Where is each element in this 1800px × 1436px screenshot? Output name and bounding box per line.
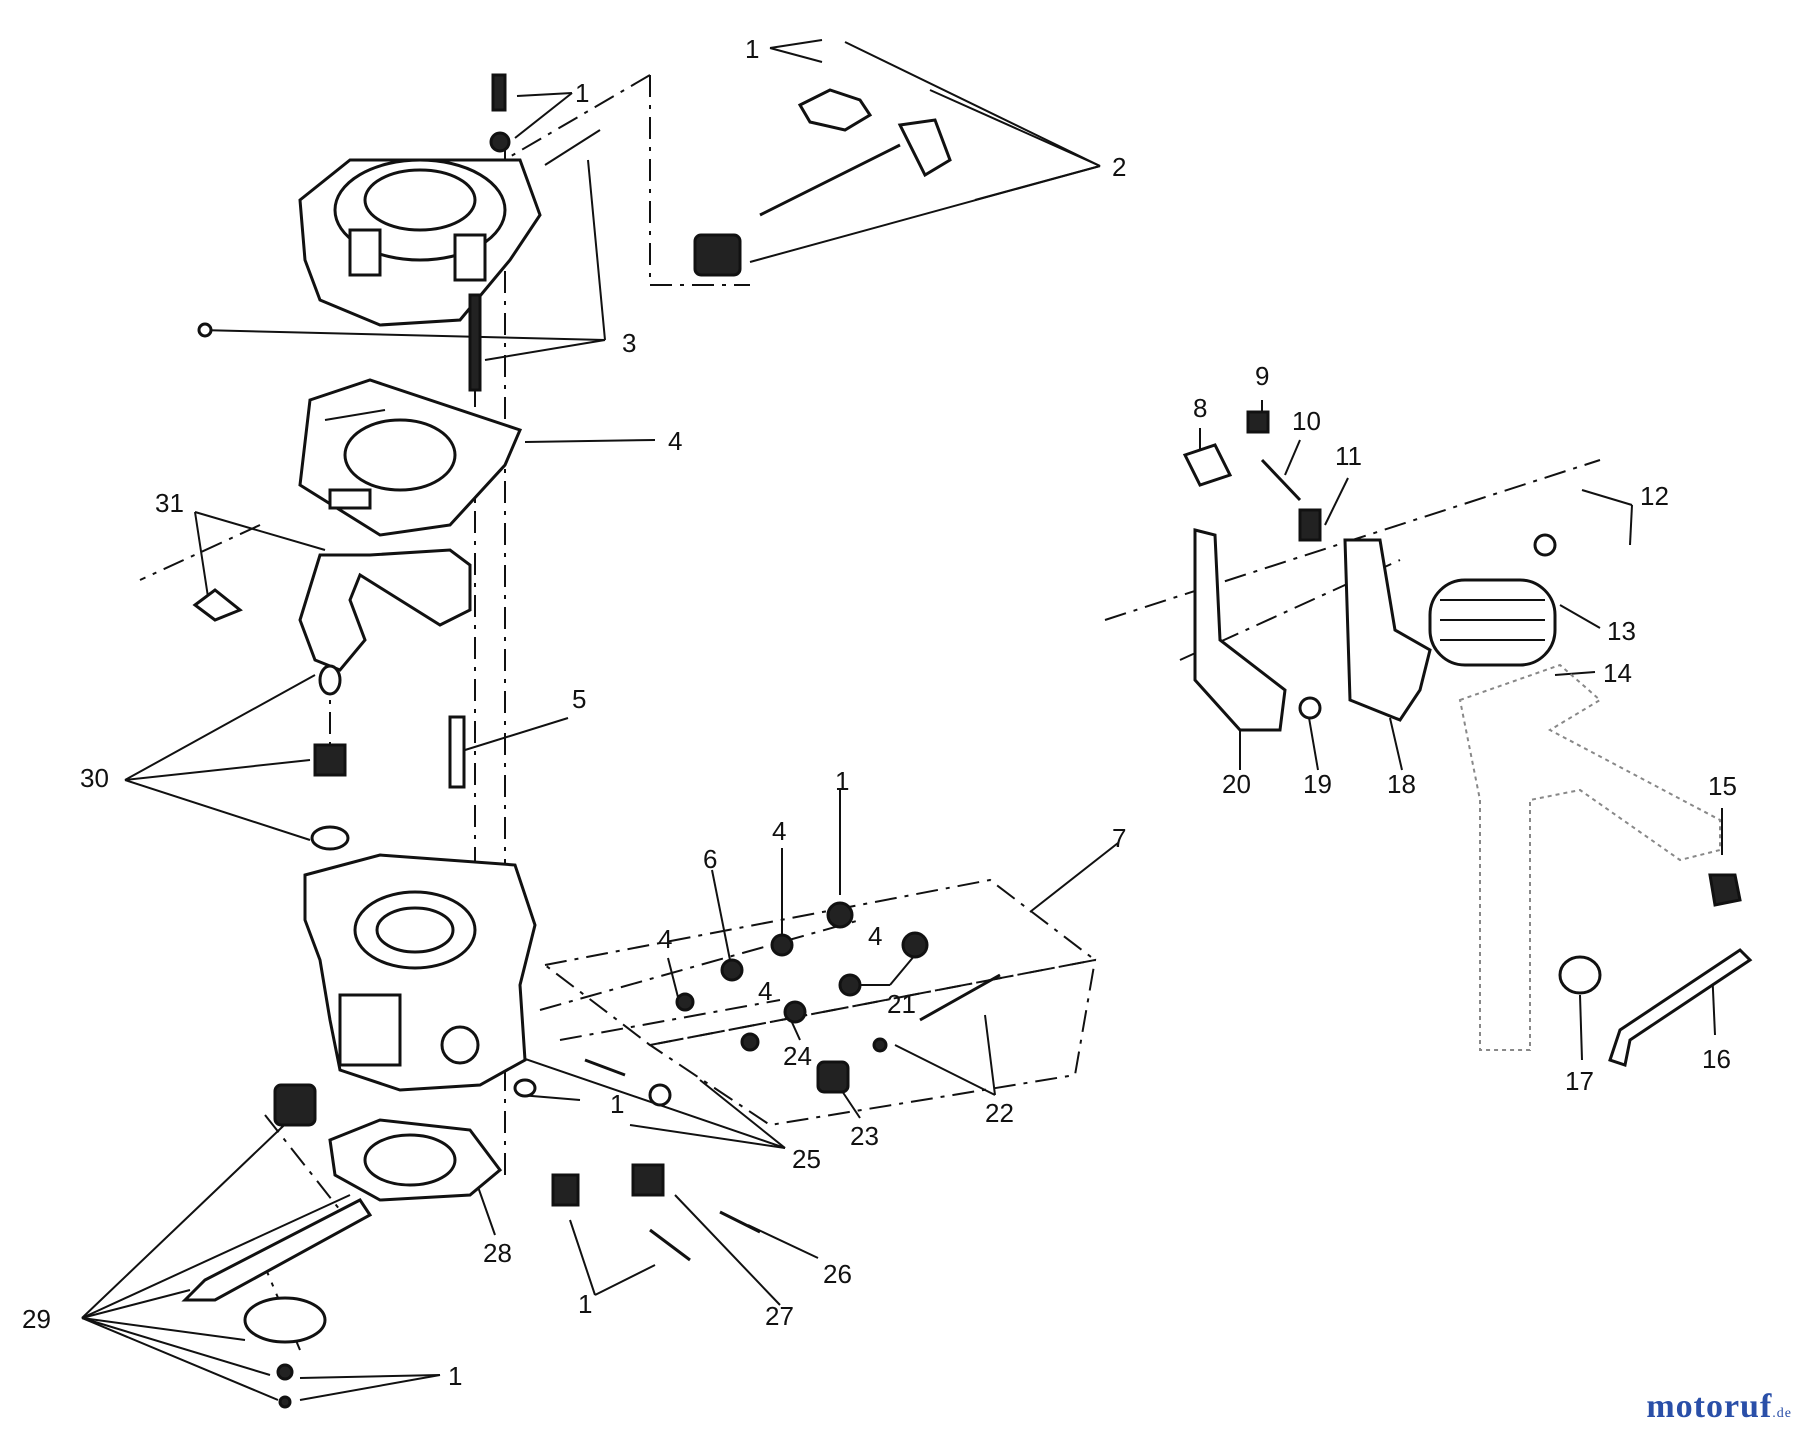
- callout-1: 1: [578, 1289, 592, 1319]
- callout-26: 26: [823, 1259, 852, 1289]
- callout-1: 1: [745, 34, 759, 64]
- callout-29: 29: [22, 1304, 51, 1334]
- callout-6: 6: [703, 844, 717, 874]
- callout-11: 11: [1335, 441, 1362, 471]
- callout-28: 28: [483, 1238, 512, 1268]
- callout-13: 13: [1607, 616, 1636, 646]
- callout-14: 14: [1603, 658, 1632, 688]
- callout-22: 22: [985, 1098, 1014, 1128]
- callout-27: 27: [765, 1301, 794, 1331]
- callout-5: 5: [572, 684, 586, 714]
- callout-20: 20: [1222, 769, 1251, 799]
- float-bowl-gasket: [298, 378, 523, 537]
- callout-1: 1: [448, 1361, 462, 1391]
- brand-name: motoruf: [1646, 1388, 1773, 1425]
- carburetor-top-body: [298, 158, 542, 327]
- callout-1: 1: [835, 766, 849, 796]
- governor-linkage: [1182, 410, 1753, 1067]
- callout-25: 25: [792, 1144, 821, 1174]
- mounting-gasket: [328, 1118, 503, 1202]
- callout-4: 4: [868, 921, 882, 951]
- callout-17: 17: [1565, 1066, 1594, 1096]
- motoruf-watermark-logo: motoruf.de: [1646, 1388, 1792, 1426]
- callout-23: 23: [850, 1121, 879, 1151]
- callout-21: 21: [887, 989, 916, 1019]
- callout-30: 30: [80, 763, 109, 793]
- callout-10: 10: [1292, 406, 1321, 436]
- small-fittings: [181, 73, 1001, 1409]
- callout-31: 31: [155, 488, 184, 518]
- callout-16: 16: [1702, 1044, 1731, 1074]
- callout-2: 2: [1112, 152, 1126, 182]
- callout-4: 4: [772, 816, 786, 846]
- callout-4: 4: [758, 976, 772, 1006]
- callout-18: 18: [1387, 769, 1416, 799]
- callout-1: 1: [610, 1089, 624, 1119]
- callout-19: 19: [1303, 769, 1332, 799]
- callout-9: 9: [1255, 361, 1269, 391]
- callout-4: 4: [668, 426, 682, 456]
- main-carburetor-body: [303, 853, 537, 1092]
- callout-8: 8: [1193, 393, 1207, 423]
- callout-24: 24: [783, 1041, 812, 1071]
- callout-4: 4: [658, 924, 672, 954]
- callout-15: 15: [1708, 771, 1737, 801]
- float-assembly: [192, 548, 472, 672]
- brand-suffix: .de: [1772, 1406, 1792, 1421]
- callout-1: 1: [575, 78, 589, 108]
- callout-numbers: 1 1 2 3 4 31 30 5 1 4 6 7 4 4 21 4 24 22…: [22, 34, 1737, 1391]
- callout-12: 12: [1640, 481, 1669, 511]
- callout-7: 7: [1112, 823, 1126, 853]
- callout-3: 3: [622, 328, 636, 358]
